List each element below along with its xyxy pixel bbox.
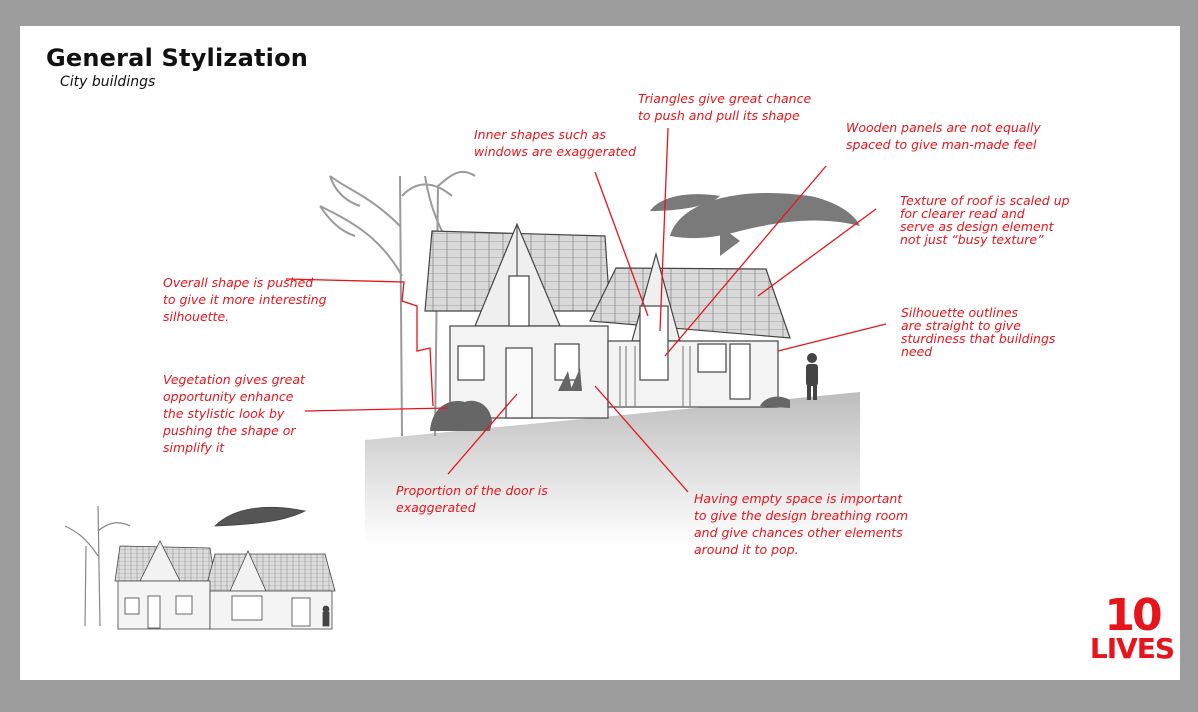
note-door: Proportion of the door is exaggerated <box>396 483 548 515</box>
front-bushes <box>430 368 790 431</box>
person-silhouette <box>806 353 818 400</box>
note-empty-space: Having empty space is important to give … <box>694 491 909 557</box>
page-subtitle: City buildings <box>60 74 156 90</box>
note-wooden-panels: Wooden panels are not equally spaced to … <box>846 120 1041 152</box>
house-main <box>424 222 791 419</box>
note-vegetation: Vegetation gives great opportunity enhan… <box>163 372 305 455</box>
note-silhouette: Silhouette outlines are straight to give… <box>901 305 1056 359</box>
note-overall-shape: Overall shape is pushed to give it more … <box>163 275 327 324</box>
logo-word: LIVES <box>1089 631 1175 665</box>
concept-sheet: General Stylization City buildings Trian… <box>20 26 1180 680</box>
annotation-lines <box>285 127 887 493</box>
note-roof-texture: Texture of roof is scaled up for clearer… <box>900 193 1070 247</box>
tree-left <box>319 170 476 437</box>
thumbnail-house <box>64 505 336 630</box>
logo-number: 10 <box>1104 590 1162 641</box>
page-title: General Stylization <box>46 44 309 72</box>
note-triangles: Triangles give great chance to push and … <box>638 91 812 123</box>
note-inner-shapes: Inner shapes such as windows are exagger… <box>474 127 637 159</box>
house-sketch-illustration <box>64 127 887 630</box>
tree-right-canopy <box>650 192 860 256</box>
ten-lives-logo: 10 LIVES <box>1086 590 1178 665</box>
